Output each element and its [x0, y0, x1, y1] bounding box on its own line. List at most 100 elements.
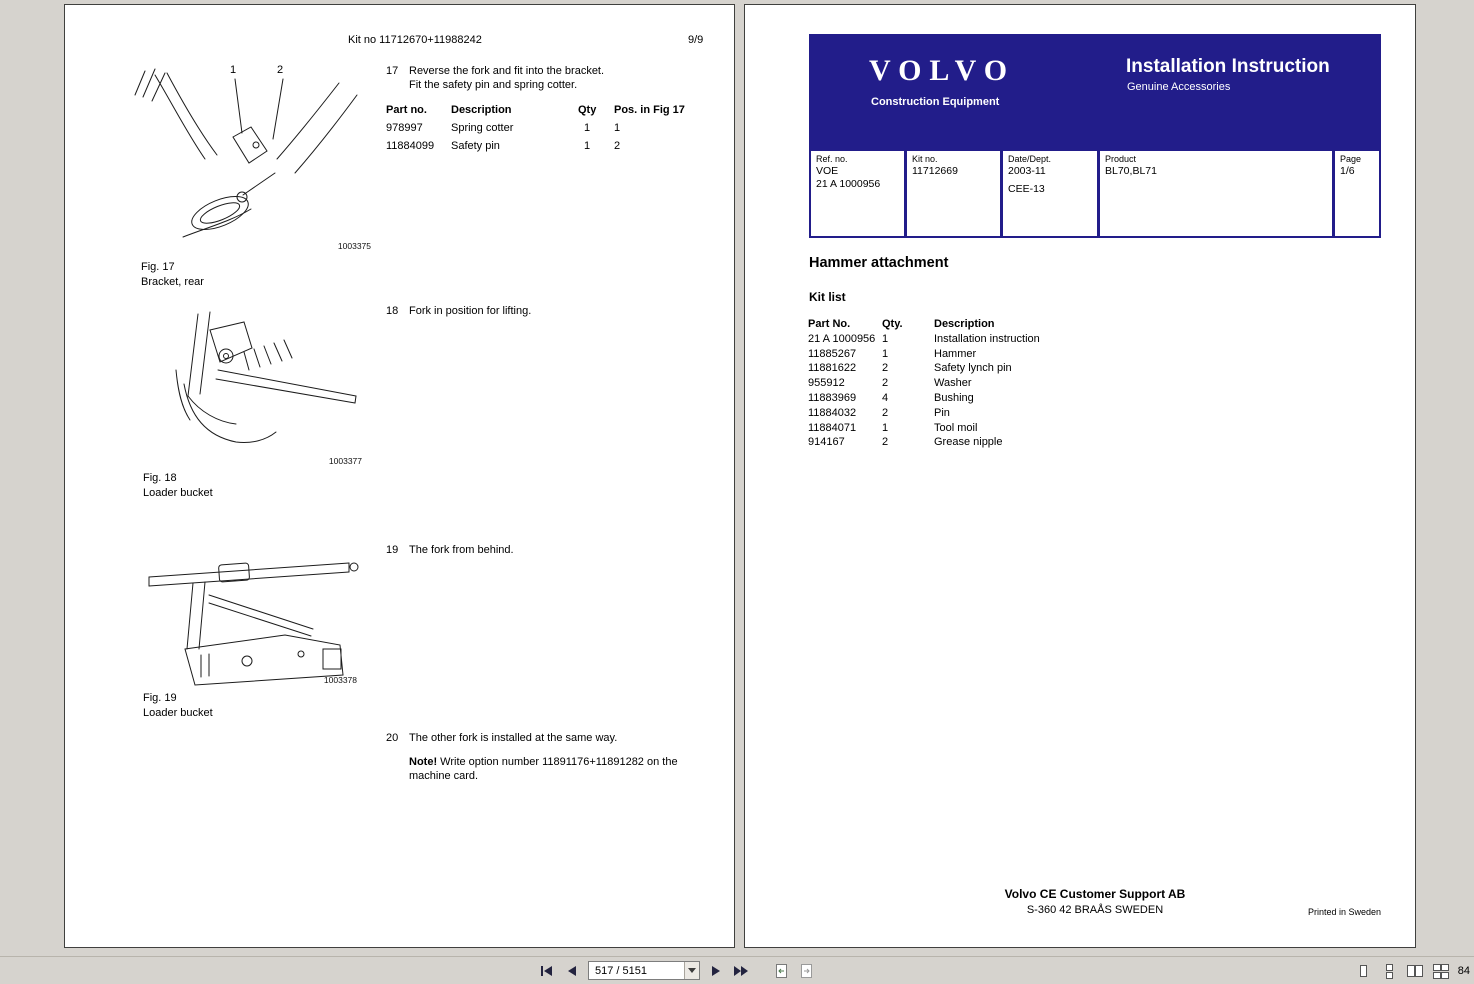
step-number: 20	[386, 732, 399, 744]
table-cell: 11884032	[808, 406, 857, 419]
first-page-button[interactable]	[538, 962, 556, 980]
table-cell: 11885267	[808, 347, 857, 360]
footer-company: Volvo CE Customer Support AB	[1004, 887, 1186, 901]
figure-caption-text: Loader bucket	[143, 706, 213, 719]
info-cell-product: Product BL70,BL71	[1100, 151, 1332, 236]
last-page-button[interactable]	[732, 962, 750, 980]
single-page-view-button[interactable]	[1354, 962, 1372, 980]
note-text: Write option number 11891176+11891282 on…	[409, 756, 678, 782]
step-number: 19	[386, 544, 399, 556]
step-text: The fork from behind.	[409, 544, 514, 556]
table-cell: 11883969	[808, 391, 857, 404]
page-number-value: 517 / 5151	[595, 964, 647, 977]
continuous-view-button[interactable]	[1380, 962, 1398, 980]
next-page-button[interactable]	[707, 962, 725, 980]
figure-19-drawing	[148, 562, 359, 686]
info-cell-label: Kit no.	[912, 154, 938, 164]
printed-in: Printed in Sweden	[1308, 907, 1382, 917]
info-cell-ref-no: Ref. no. VOE 21 A 1000956	[811, 151, 904, 236]
info-cell-value: 21 A 1000956	[816, 178, 881, 190]
view-mode-buttons: 84	[1354, 962, 1470, 980]
prev-page-icon	[568, 965, 576, 976]
step-number: 18	[386, 305, 399, 317]
table-cell: Washer	[934, 377, 972, 390]
info-cell-value: 11712669	[912, 165, 958, 177]
table-cell: 955912	[808, 377, 845, 390]
viewer-toolbar: 517 / 5151	[0, 956, 1474, 984]
kit-number-header: Kit no 11712670+11988242	[348, 34, 482, 46]
continuous-facing-view-button[interactable]	[1432, 962, 1450, 980]
table-cell: 1	[584, 140, 591, 152]
table-cell: Grease nipple	[934, 436, 1003, 449]
table-cell: 4	[882, 391, 889, 404]
page-dropdown-arrow[interactable]	[684, 962, 699, 979]
chevron-down-icon	[688, 968, 696, 973]
callout-label: 1	[230, 64, 237, 76]
prev-page-button[interactable]	[563, 962, 581, 980]
prev-view-button[interactable]	[772, 962, 790, 980]
step-19: 19 The fork from behind.	[386, 544, 514, 558]
document-page-right: VOLVO Construction Equipment Installatio…	[744, 4, 1416, 948]
figure-19-caption: Fig. 19 Loader bucket	[143, 691, 213, 720]
volvo-header-panel: VOLVO Construction Equipment Installatio…	[809, 34, 1381, 238]
table-cell: Bushing	[934, 391, 974, 404]
info-cell-value: CEE-13	[1008, 183, 1045, 195]
next-view-button[interactable]	[797, 962, 815, 980]
step-number: 17	[386, 65, 399, 77]
page-number-input[interactable]: 517 / 5151	[588, 961, 700, 980]
step-text: The other fork is installed at the same …	[409, 732, 618, 744]
figure-label: Fig. 18	[143, 472, 177, 484]
table-cell: 1	[882, 332, 889, 345]
facing-pages-view-button[interactable]	[1406, 962, 1424, 980]
table-cell: 1	[614, 122, 621, 134]
single-page-view-icon	[1359, 965, 1367, 977]
step-text: Reverse the fork and fit into the bracke…	[409, 65, 605, 91]
info-cells-row: Ref. no. VOE 21 A 1000956 Kit no. 117126…	[811, 151, 1379, 236]
column-header: Description	[934, 318, 995, 330]
volvo-logo: VOLVO	[869, 54, 1016, 87]
facing-pages-view-icon	[1406, 965, 1423, 977]
column-header: Description	[451, 104, 512, 116]
step-17: 17 Reverse the fork and fit into the bra…	[386, 65, 604, 92]
info-cell-date-dept: Date/Dept. 2003-11 CEE-13	[1003, 151, 1097, 236]
kit-list-heading: Kit list	[809, 290, 846, 304]
column-header: Pos. in Fig 17	[614, 104, 685, 116]
figure-17: 1 2 1003375	[125, 61, 375, 253]
column-header: Qty.	[882, 318, 903, 330]
continuous-facing-view-icon	[1432, 964, 1449, 979]
table-cell: Hammer	[934, 347, 977, 360]
kit-table: Part No. Qty. Description 21 A 1000956 1…	[808, 317, 1094, 450]
table-cell: 1	[882, 421, 889, 434]
last-page-icon	[734, 965, 748, 976]
table-cell: 11884071	[808, 421, 857, 434]
info-cell-label: Date/Dept.	[1008, 154, 1052, 164]
callout-label: 2	[277, 64, 284, 76]
document-title: Installation Instruction	[1126, 56, 1330, 77]
table-cell: Spring cotter	[451, 122, 514, 134]
next-page-icon	[712, 965, 720, 976]
table-cell: 2	[882, 362, 889, 375]
info-cell-value: 1/6	[1340, 165, 1355, 177]
prev-view-icon	[775, 963, 787, 978]
figure-caption-text: Loader bucket	[143, 486, 213, 499]
column-header: Part no.	[386, 104, 427, 116]
table-cell: 2	[882, 377, 889, 390]
step-20: 20 The other fork is installed at the sa…	[386, 732, 617, 746]
page-navigation: 517 / 5151	[538, 961, 815, 980]
figure-caption-text: Bracket, rear	[141, 275, 204, 288]
info-cell-value: 2003-11	[1008, 165, 1046, 177]
table-cell: 11881622	[808, 362, 857, 375]
document-subtitle: Genuine Accessories	[1127, 81, 1231, 93]
table-cell: 2	[882, 406, 889, 419]
info-cell-kit-no: Kit no. 11712669	[907, 151, 1000, 236]
figure-17-caption: Fig. 17 Bracket, rear	[141, 260, 204, 289]
table-cell: 978997	[386, 122, 423, 134]
info-cell-label: Product	[1105, 154, 1137, 164]
page-footer: Volvo CE Customer Support AB S-360 42 BR…	[809, 887, 1381, 916]
document-page-left: Kit no 11712670+11988242 9/9 17 Reverse …	[64, 4, 735, 948]
info-cell-value: VOE	[816, 165, 839, 177]
table-cell: 21 A 1000956	[808, 332, 876, 345]
figure-18: 1003377	[140, 300, 370, 468]
page-number-header: 9/9	[688, 34, 704, 46]
table-cell: 11884099	[386, 140, 435, 152]
